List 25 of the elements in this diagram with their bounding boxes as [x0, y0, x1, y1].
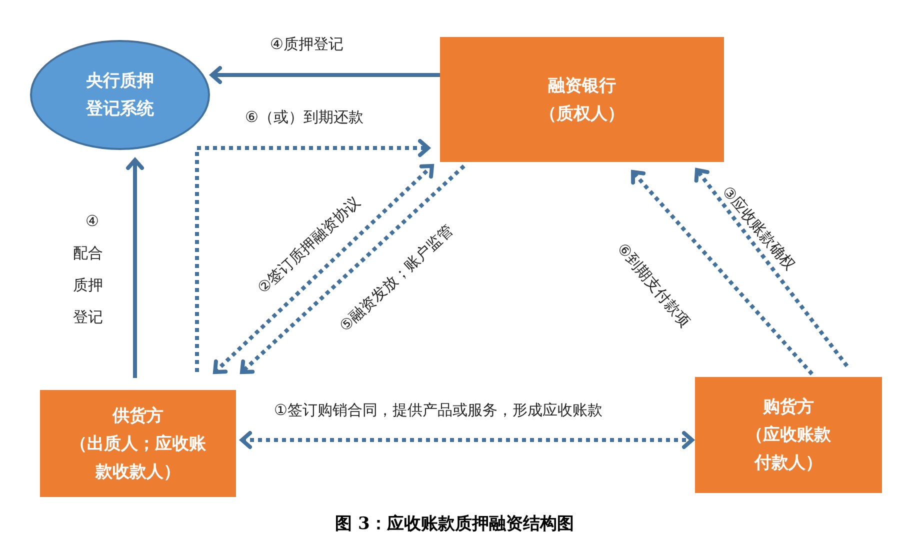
- arrow: [694, 168, 849, 368]
- node-title: 融资银行: [548, 74, 616, 98]
- node-subtitle: （质权人）: [540, 102, 624, 126]
- node-subtitle: （出质人；应收账款收款人）: [69, 432, 207, 484]
- edge-label: ④质押登记: [268, 34, 346, 54]
- edge-label: ①签订购销合同，提供产品或服务，形成应收账款: [272, 400, 604, 420]
- edge-label: ⑥到期支付款项: [612, 238, 695, 332]
- node-title: 购货方: [763, 396, 814, 419]
- arrow: [213, 164, 434, 374]
- arrow: [126, 158, 144, 378]
- party-box: [40, 390, 236, 497]
- edge-label: ③应收账款确权: [718, 182, 800, 276]
- caption: 图 3：应收账款质押融资结构图: [334, 513, 575, 535]
- node-subtitle: （应收账款付款人）: [745, 424, 832, 475]
- node-title: 供货方: [112, 404, 164, 428]
- arrow: [631, 170, 814, 376]
- edge-label: ②签订质押融资协议: [252, 192, 364, 298]
- arrow: [210, 66, 440, 84]
- arrow: [195, 139, 430, 372]
- node-title: 央行质押登记系统: [84, 70, 155, 121]
- arrow: [240, 164, 466, 374]
- arrow: [240, 431, 694, 449]
- edge-label: ⑥（或）到期还款: [243, 107, 366, 127]
- party-box: [695, 377, 882, 493]
- party-box: [440, 37, 724, 162]
